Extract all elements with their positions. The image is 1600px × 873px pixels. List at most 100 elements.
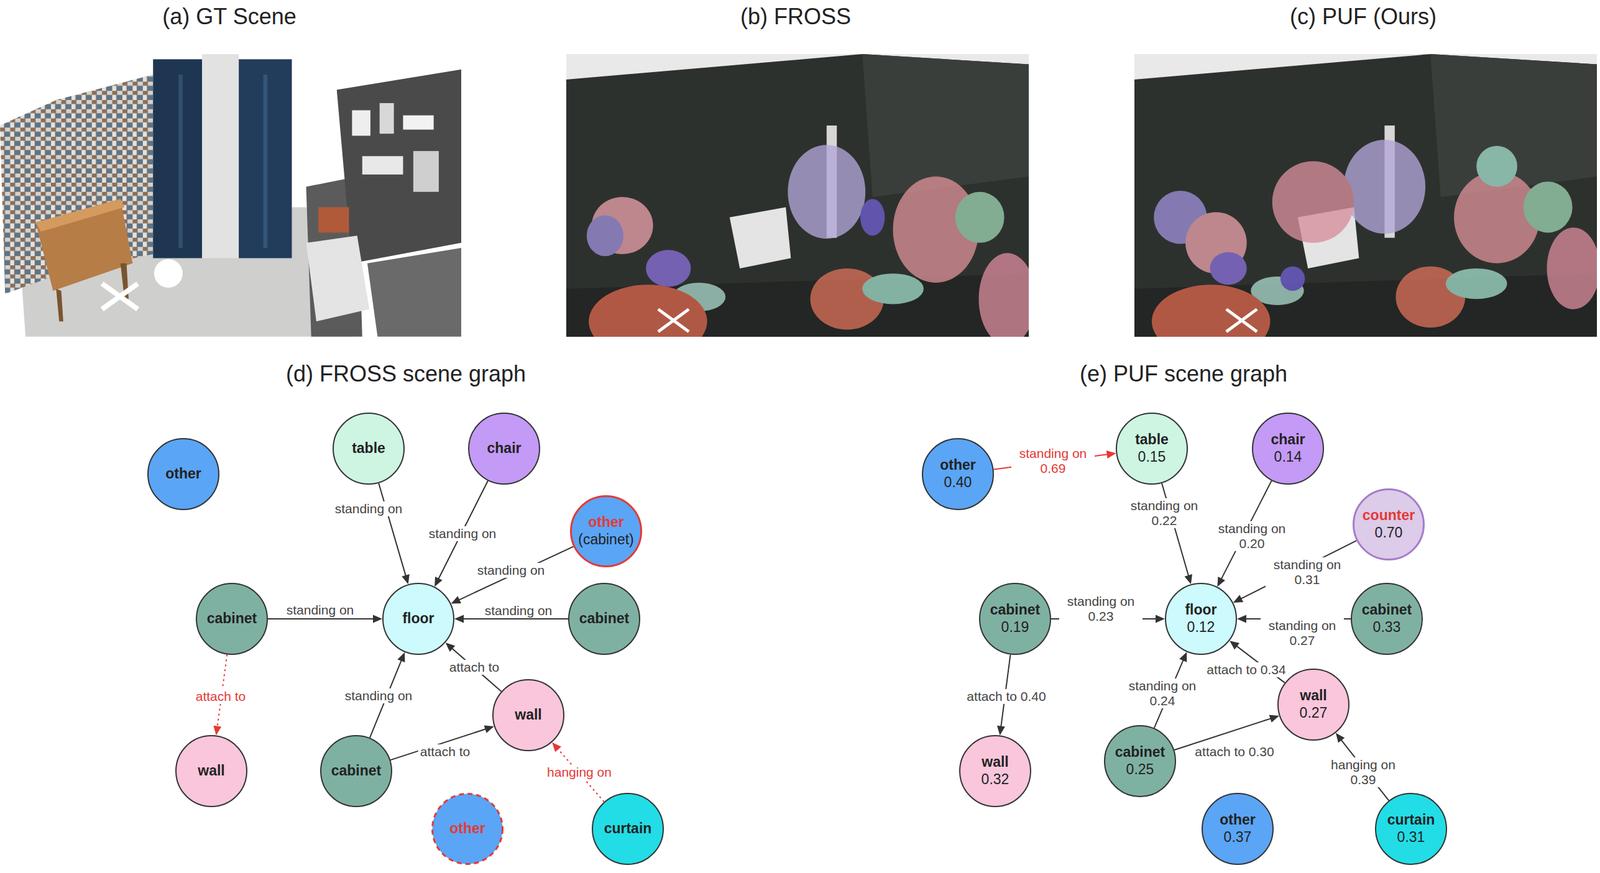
illustration-part bbox=[586, 215, 624, 257]
graph-node: curtain bbox=[591, 793, 664, 866]
arrow-head bbox=[372, 615, 383, 624]
node-outline bbox=[1202, 793, 1274, 865]
node-label: wall bbox=[981, 754, 1009, 772]
relation-label: standing on 0.20 bbox=[1210, 521, 1294, 552]
relation-arrow bbox=[451, 547, 574, 605]
relation-label: standing on 0.27 bbox=[1260, 618, 1344, 649]
graph-node: cabinet0.33 bbox=[1350, 583, 1423, 656]
illustration-part bbox=[860, 198, 885, 236]
node-score: 0.40 bbox=[944, 474, 973, 492]
illustration-part bbox=[586, 144, 1029, 337]
node-outline bbox=[1252, 413, 1324, 485]
illustration-part bbox=[1280, 266, 1305, 291]
panel-title: (e) PUF scene graph bbox=[1079, 361, 1288, 388]
node-label: chair bbox=[487, 440, 522, 458]
graph-node: other bbox=[431, 793, 504, 866]
node-outline bbox=[1116, 413, 1188, 485]
relation-arrow bbox=[390, 725, 495, 761]
arrow-head bbox=[1236, 615, 1247, 624]
graph-node: other(cabinet) bbox=[570, 495, 643, 568]
node-score: 0.14 bbox=[1274, 448, 1303, 467]
node-label: cabinet bbox=[331, 762, 382, 781]
node-outline bbox=[1165, 583, 1237, 655]
node-outline bbox=[922, 438, 994, 510]
relation-label: standing on bbox=[475, 563, 548, 579]
panel-title: (d) FROSS scene graph bbox=[285, 361, 526, 388]
node-score: 0.19 bbox=[1001, 619, 1030, 637]
node-label: other bbox=[1219, 811, 1256, 830]
node-label: cabinet bbox=[990, 601, 1041, 620]
graph-node: other0.40 bbox=[921, 438, 994, 511]
relation-arrow bbox=[445, 642, 502, 692]
fross-reconstruction bbox=[566, 54, 1029, 337]
node-outline bbox=[492, 680, 564, 751]
illustration-part bbox=[1523, 181, 1573, 233]
node-label: floor bbox=[402, 610, 434, 628]
relation-label: standing on 0.23 bbox=[1059, 594, 1143, 625]
panel-title: (b) FROSS bbox=[740, 3, 851, 30]
node-label: cabinet bbox=[1361, 601, 1413, 620]
illustration-part bbox=[1476, 146, 1518, 188]
illustration-part bbox=[1445, 268, 1508, 299]
graph-node: wall bbox=[175, 735, 248, 808]
graph-node: cabinet0.19 bbox=[979, 583, 1052, 656]
illustration-part bbox=[152, 59, 203, 258]
node-outline bbox=[592, 793, 664, 865]
node-score: 0.15 bbox=[1138, 448, 1167, 467]
relation-label: standing on 0.69 bbox=[1011, 446, 1095, 477]
node-label: counter bbox=[1362, 507, 1415, 525]
graph-node: cabinet0.25 bbox=[1103, 725, 1177, 798]
illustration-part bbox=[645, 249, 691, 287]
node-score: (cabinet) bbox=[578, 531, 634, 549]
illustration-part bbox=[154, 259, 183, 288]
arrow-head bbox=[1179, 652, 1187, 663]
illustration-part bbox=[1343, 139, 1426, 234]
node-label: other bbox=[939, 456, 976, 475]
graph-node: other0.37 bbox=[1201, 793, 1274, 866]
illustration-part bbox=[1547, 227, 1597, 309]
relation-line bbox=[378, 483, 406, 577]
illustration-part bbox=[263, 74, 268, 249]
relation-line bbox=[458, 547, 574, 601]
arrow-head bbox=[434, 576, 443, 587]
arrow-head bbox=[397, 652, 405, 663]
node-outline bbox=[979, 583, 1051, 655]
relation-label: standing on bbox=[284, 602, 357, 618]
illustration-part bbox=[1430, 54, 1597, 198]
node-outline bbox=[382, 583, 454, 655]
arrow-head bbox=[454, 615, 464, 624]
illustration-part bbox=[955, 192, 1005, 244]
illustration-part bbox=[351, 110, 371, 136]
graph-node: floor0.12 bbox=[1164, 583, 1237, 656]
illustration-part bbox=[379, 103, 395, 134]
node-label: other bbox=[449, 820, 486, 838]
relation-label: attach to bbox=[418, 744, 473, 760]
illustration-part bbox=[1210, 252, 1247, 286]
illustration-part bbox=[362, 156, 404, 175]
arrow-head bbox=[1335, 733, 1345, 744]
graph-node: table bbox=[332, 412, 405, 485]
illustration-part bbox=[658, 309, 689, 332]
node-label: curtain bbox=[604, 820, 653, 838]
relation-label: attach to 0.40 bbox=[964, 689, 1048, 705]
node-score: 0.33 bbox=[1373, 619, 1402, 637]
illustration-part bbox=[862, 54, 1029, 198]
node-score: 0.32 bbox=[981, 771, 1010, 789]
illustration-part bbox=[318, 206, 349, 233]
node-label: floor bbox=[1184, 601, 1217, 620]
node-outline bbox=[468, 413, 540, 485]
node-outline bbox=[175, 735, 247, 807]
node-label: table bbox=[351, 440, 386, 458]
arrow-head bbox=[401, 574, 410, 585]
relation-line bbox=[390, 729, 486, 761]
node-score: 0.27 bbox=[1299, 704, 1328, 723]
arrow-head bbox=[551, 742, 562, 753]
puf-reconstruction bbox=[1134, 54, 1597, 337]
illustration-part bbox=[1226, 309, 1257, 332]
node-outline bbox=[333, 413, 405, 485]
graph-node: floor bbox=[382, 583, 455, 656]
relation-arrow bbox=[378, 483, 410, 585]
relation-label: standing on bbox=[427, 526, 499, 542]
gt-scene-render bbox=[0, 54, 462, 337]
